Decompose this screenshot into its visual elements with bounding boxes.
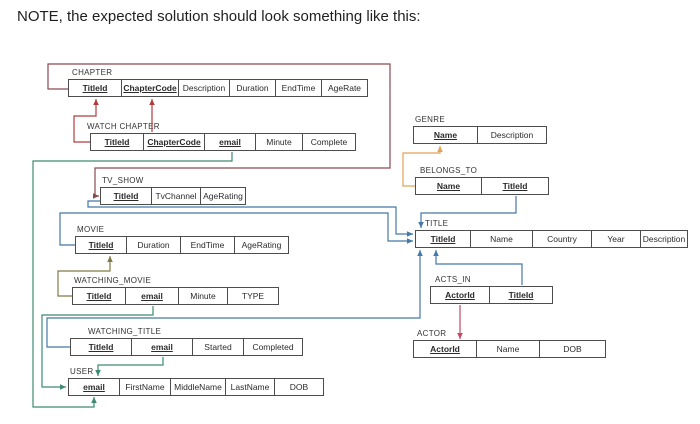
column-cell-duration: Duration <box>229 79 276 97</box>
table-label-title: TITLE <box>425 219 449 228</box>
column-cell-type: TYPE <box>227 287 279 305</box>
arrowhead-movie-to-title <box>407 238 413 244</box>
table-label-tv-show: TV_SHOW <box>102 176 144 185</box>
table-label-acts-in: ACTS_IN <box>435 275 471 284</box>
column-cell-description: Description <box>477 126 547 144</box>
column-cell-minute: Minute <box>178 287 228 305</box>
column-cell-email: email <box>131 338 193 356</box>
table-label-watch-chapter: WATCH CHAPTER <box>87 122 160 131</box>
column-cell-endtime: EndTime <box>275 79 322 97</box>
column-cell-titleid: TitleId <box>75 236 127 254</box>
column-cell-endtime: EndTime <box>180 236 235 254</box>
column-cell-agerating: AgeRating <box>234 236 289 254</box>
column-cell-titleid: TitleId <box>489 286 553 304</box>
table-label-actor: ACTOR <box>417 329 447 338</box>
column-cell-tvchannel: TvChannel <box>151 187 201 205</box>
arrowhead-watchingmovie-titleid-to-movie <box>107 256 113 262</box>
table-label-belongs-to: BELONGS_TO <box>420 166 478 175</box>
column-cell-actorid: ActorId <box>430 286 490 304</box>
column-cell-dob: DOB <box>274 378 324 396</box>
column-cell-titleid: TitleId <box>90 133 144 151</box>
column-cell-middlename: MiddleName <box>170 378 226 396</box>
column-cell-duration: Duration <box>126 236 181 254</box>
column-cell-name: Name <box>470 230 533 248</box>
arrowhead-watchingmovie-email-to-user <box>60 384 66 390</box>
note-text: NOTE, the expected solution should look … <box>17 8 421 25</box>
column-cell-titleid: TitleId <box>72 287 126 305</box>
column-cell-email: email <box>125 287 179 305</box>
column-cell-country: Country <box>532 230 592 248</box>
column-cell-agerate: AgeRate <box>321 79 368 97</box>
column-cell-started: Started <box>192 338 244 356</box>
column-cell-titleid: TitleId <box>481 177 549 195</box>
arrowhead-watchchapter-email-to-user <box>91 397 97 403</box>
arrowhead-watchchapter-chaptercode-to-chapter <box>149 99 155 105</box>
column-cell-description: Description <box>178 79 230 97</box>
column-cell-titleid: TitleId <box>68 79 122 97</box>
table-label-watching-movie: WATCHING_MOVIE <box>74 276 152 285</box>
table-label-movie: MOVIE <box>77 225 105 234</box>
column-cell-lastname: LastName <box>225 378 275 396</box>
arrowhead-belongsto-name-to-genre <box>437 146 443 152</box>
column-cell-chaptercode: ChapterCode <box>143 133 205 151</box>
column-cell-email: email <box>204 133 256 151</box>
arrowhead-tvshow-to-title <box>407 231 413 237</box>
column-cell-complete: Complete <box>302 133 356 151</box>
table-label-genre: GENRE <box>415 115 445 124</box>
column-cell-titleid: TitleId <box>415 230 471 248</box>
column-cell-agerating: AgeRating <box>200 187 246 205</box>
column-cell-completed: Completed <box>243 338 303 356</box>
column-cell-email: email <box>68 378 120 396</box>
column-cell-firstname: FirstName <box>119 378 171 396</box>
column-cell-name: Name <box>415 177 482 195</box>
table-label-watching-title: WATCHING_TITLE <box>88 327 162 336</box>
column-cell-actorid: ActorId <box>413 340 477 358</box>
column-cell-minute: Minute <box>255 133 303 151</box>
column-cell-titleid: TitleId <box>100 187 152 205</box>
table-label-chapter: CHAPTER <box>72 68 113 77</box>
column-cell-titleid: TitleId <box>70 338 132 356</box>
column-cell-name: Name <box>413 126 478 144</box>
column-cell-description: Description <box>640 230 688 248</box>
column-cell-year: Year <box>591 230 641 248</box>
arrowhead-watchingtitle-titleid-to-title <box>417 250 423 256</box>
arrowhead-actsin-titleid-to-title <box>433 250 439 256</box>
arrowhead-chapter-loop-to-tvshow <box>93 193 99 199</box>
table-label-user: USER <box>70 367 94 376</box>
column-cell-dob: DOB <box>539 340 606 358</box>
column-cell-name: Name <box>476 340 540 358</box>
arrowhead-watchchapter-titleid-to-chapter <box>93 99 99 105</box>
column-cell-chaptercode: ChapterCode <box>121 79 179 97</box>
